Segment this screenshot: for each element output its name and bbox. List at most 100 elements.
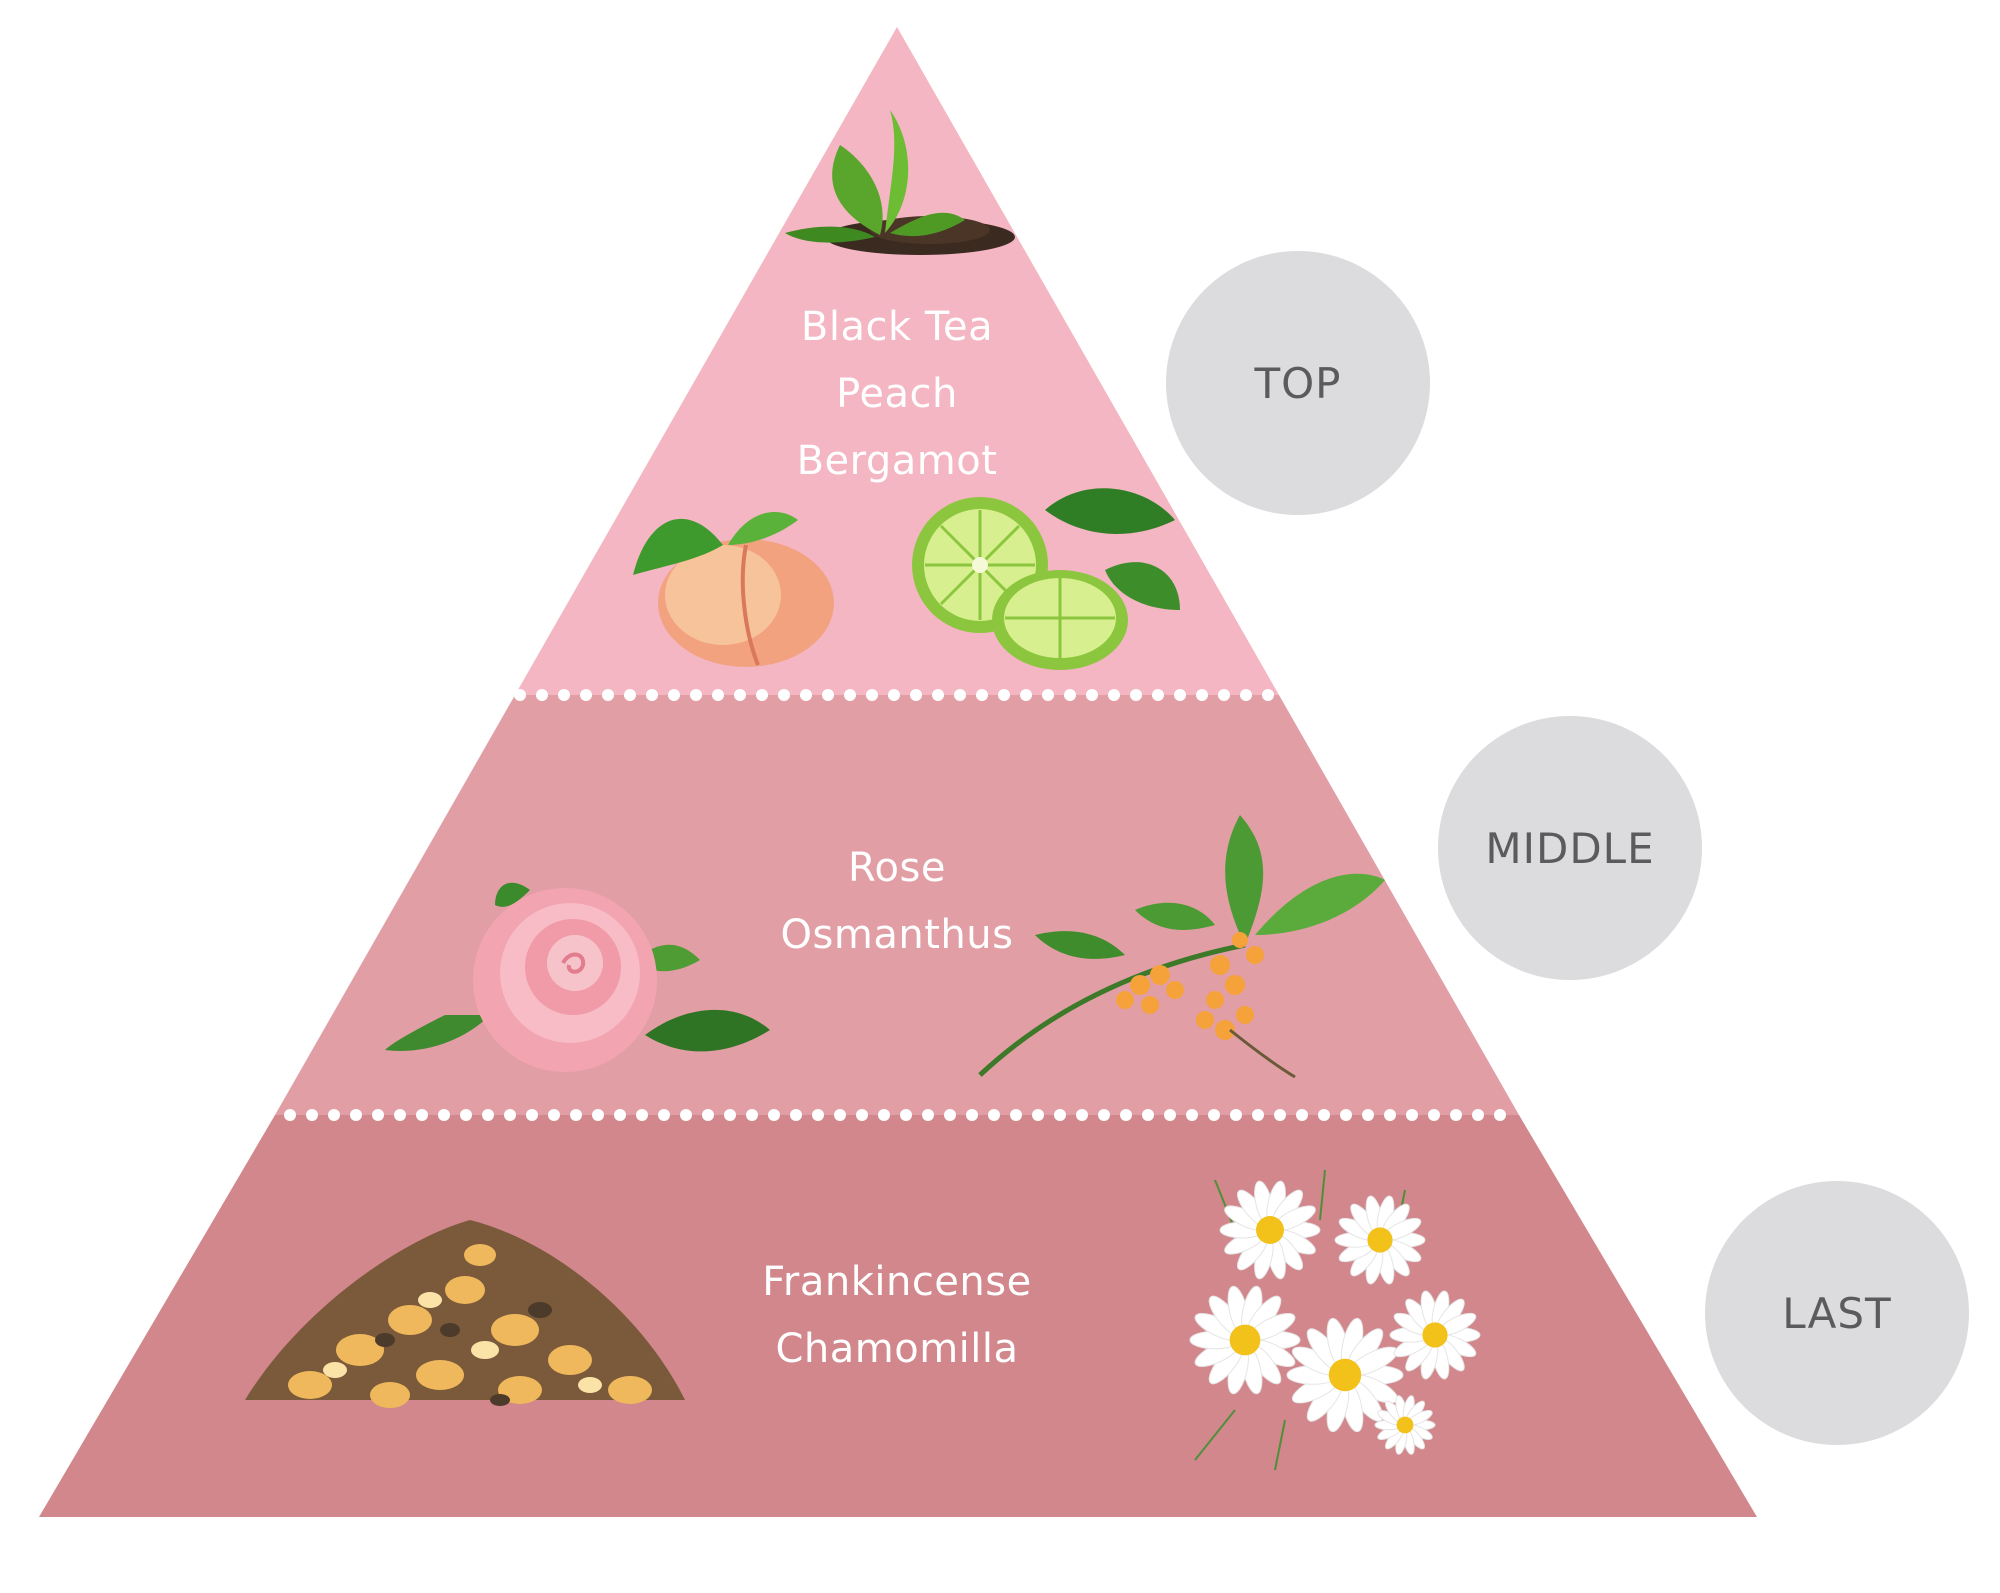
note-frankincense: Frankincense	[762, 1259, 1032, 1305]
daisy-flower	[1286, 1317, 1404, 1433]
divider-dot	[526, 1109, 538, 1121]
divider-dot	[932, 689, 944, 701]
divider-dot	[1450, 1109, 1462, 1121]
daisy-flower	[1189, 1285, 1301, 1395]
notes-middle: Rose Osmanthus	[617, 835, 1177, 969]
divider-dot	[350, 1109, 362, 1121]
divider-dot	[1296, 1109, 1308, 1121]
divider-dot	[1186, 1109, 1198, 1121]
divider-dot	[504, 1109, 516, 1121]
note-peach: Peach	[836, 371, 958, 417]
divider-dot	[680, 1109, 692, 1121]
divider-dot	[1010, 1109, 1022, 1121]
divider-dot	[1076, 1109, 1088, 1121]
divider-dot	[602, 689, 614, 701]
badge-top: TOP	[1166, 251, 1430, 515]
divider-dot	[592, 1109, 604, 1121]
divider-dot	[668, 689, 680, 701]
divider-dot	[1064, 689, 1076, 701]
divider-dot	[778, 689, 790, 701]
divider-dot	[614, 1109, 626, 1121]
divider-dot	[1262, 689, 1274, 701]
divider-dot	[416, 1109, 428, 1121]
divider-dot	[570, 1109, 582, 1121]
divider-dot	[328, 1109, 340, 1121]
divider-dot	[966, 1109, 978, 1121]
divider-dot	[866, 689, 878, 701]
daisy-flower	[1389, 1290, 1481, 1380]
divider-dot	[910, 689, 922, 701]
note-chamomilla: Chamomilla	[775, 1326, 1019, 1372]
notes-top: Black Tea Peach Bergamot	[617, 294, 1177, 495]
divider-dot	[636, 1109, 648, 1121]
divider-dot	[1020, 689, 1032, 701]
rose-icon	[385, 882, 770, 1072]
badge-middle: MIDDLE	[1438, 716, 1702, 980]
divider-dot	[900, 1109, 912, 1121]
divider-dot	[1142, 1109, 1154, 1121]
badge-last: LAST	[1705, 1181, 1969, 1445]
divider-dot	[768, 1109, 780, 1121]
divider-dot	[988, 1109, 1000, 1121]
divider-dot	[1164, 1109, 1176, 1121]
divider-dot	[1240, 689, 1252, 701]
divider-dot	[1340, 1109, 1352, 1121]
divider-dot	[1472, 1109, 1484, 1121]
divider-dot	[514, 689, 526, 701]
divider-dot	[976, 689, 988, 701]
divider-dot	[690, 689, 702, 701]
divider-dot	[580, 689, 592, 701]
divider-dot	[954, 689, 966, 701]
divider-dot	[548, 1109, 560, 1121]
dotted-divider-middle	[284, 1109, 1506, 1121]
divider-dot	[658, 1109, 670, 1121]
daisy-flower	[1334, 1195, 1426, 1285]
divider-dot	[878, 1109, 890, 1121]
note-bergamot: Bergamot	[796, 438, 998, 484]
bergamot-icon	[912, 488, 1180, 670]
divider-dot	[1428, 1109, 1440, 1121]
divider-dot	[460, 1109, 472, 1121]
divider-dot	[844, 689, 856, 701]
divider-dot	[306, 1109, 318, 1121]
dotted-divider-top	[514, 689, 1274, 701]
divider-dot	[922, 1109, 934, 1121]
divider-dot	[1362, 1109, 1374, 1121]
divider-dot	[536, 689, 548, 701]
divider-dot	[558, 689, 570, 701]
divider-dot	[1120, 1109, 1132, 1121]
divider-dot	[1252, 1109, 1264, 1121]
daisy-flower	[1219, 1180, 1321, 1280]
divider-dot	[856, 1109, 868, 1121]
divider-dot	[1494, 1109, 1506, 1121]
peach-icon	[633, 512, 834, 667]
divider-dot	[998, 689, 1010, 701]
chamomile-icon	[1189, 1169, 1481, 1471]
divider-dot	[1196, 689, 1208, 701]
divider-dot	[944, 1109, 956, 1121]
divider-dot	[394, 1109, 406, 1121]
divider-dot	[724, 1109, 736, 1121]
divider-dot	[1230, 1109, 1242, 1121]
divider-dot	[1032, 1109, 1044, 1121]
osmanthus-icon	[978, 815, 1385, 1079]
divider-dot	[1406, 1109, 1418, 1121]
divider-dot	[646, 689, 658, 701]
divider-dot	[284, 1109, 296, 1121]
divider-dot	[712, 689, 724, 701]
divider-dot	[1318, 1109, 1330, 1121]
note-osmanthus: Osmanthus	[780, 912, 1014, 958]
divider-dot	[1218, 689, 1230, 701]
divider-dot	[1208, 1109, 1220, 1121]
divider-dot	[800, 689, 812, 701]
note-rose: Rose	[848, 845, 946, 891]
divider-dot	[734, 689, 746, 701]
divider-dot	[822, 689, 834, 701]
divider-dot	[1086, 689, 1098, 701]
divider-dot	[624, 689, 636, 701]
divider-dot	[746, 1109, 758, 1121]
notes-last: Frankincense Chamomilla	[617, 1249, 1177, 1383]
divider-dot	[1274, 1109, 1286, 1121]
divider-dot	[1098, 1109, 1110, 1121]
divider-dot	[1174, 689, 1186, 701]
